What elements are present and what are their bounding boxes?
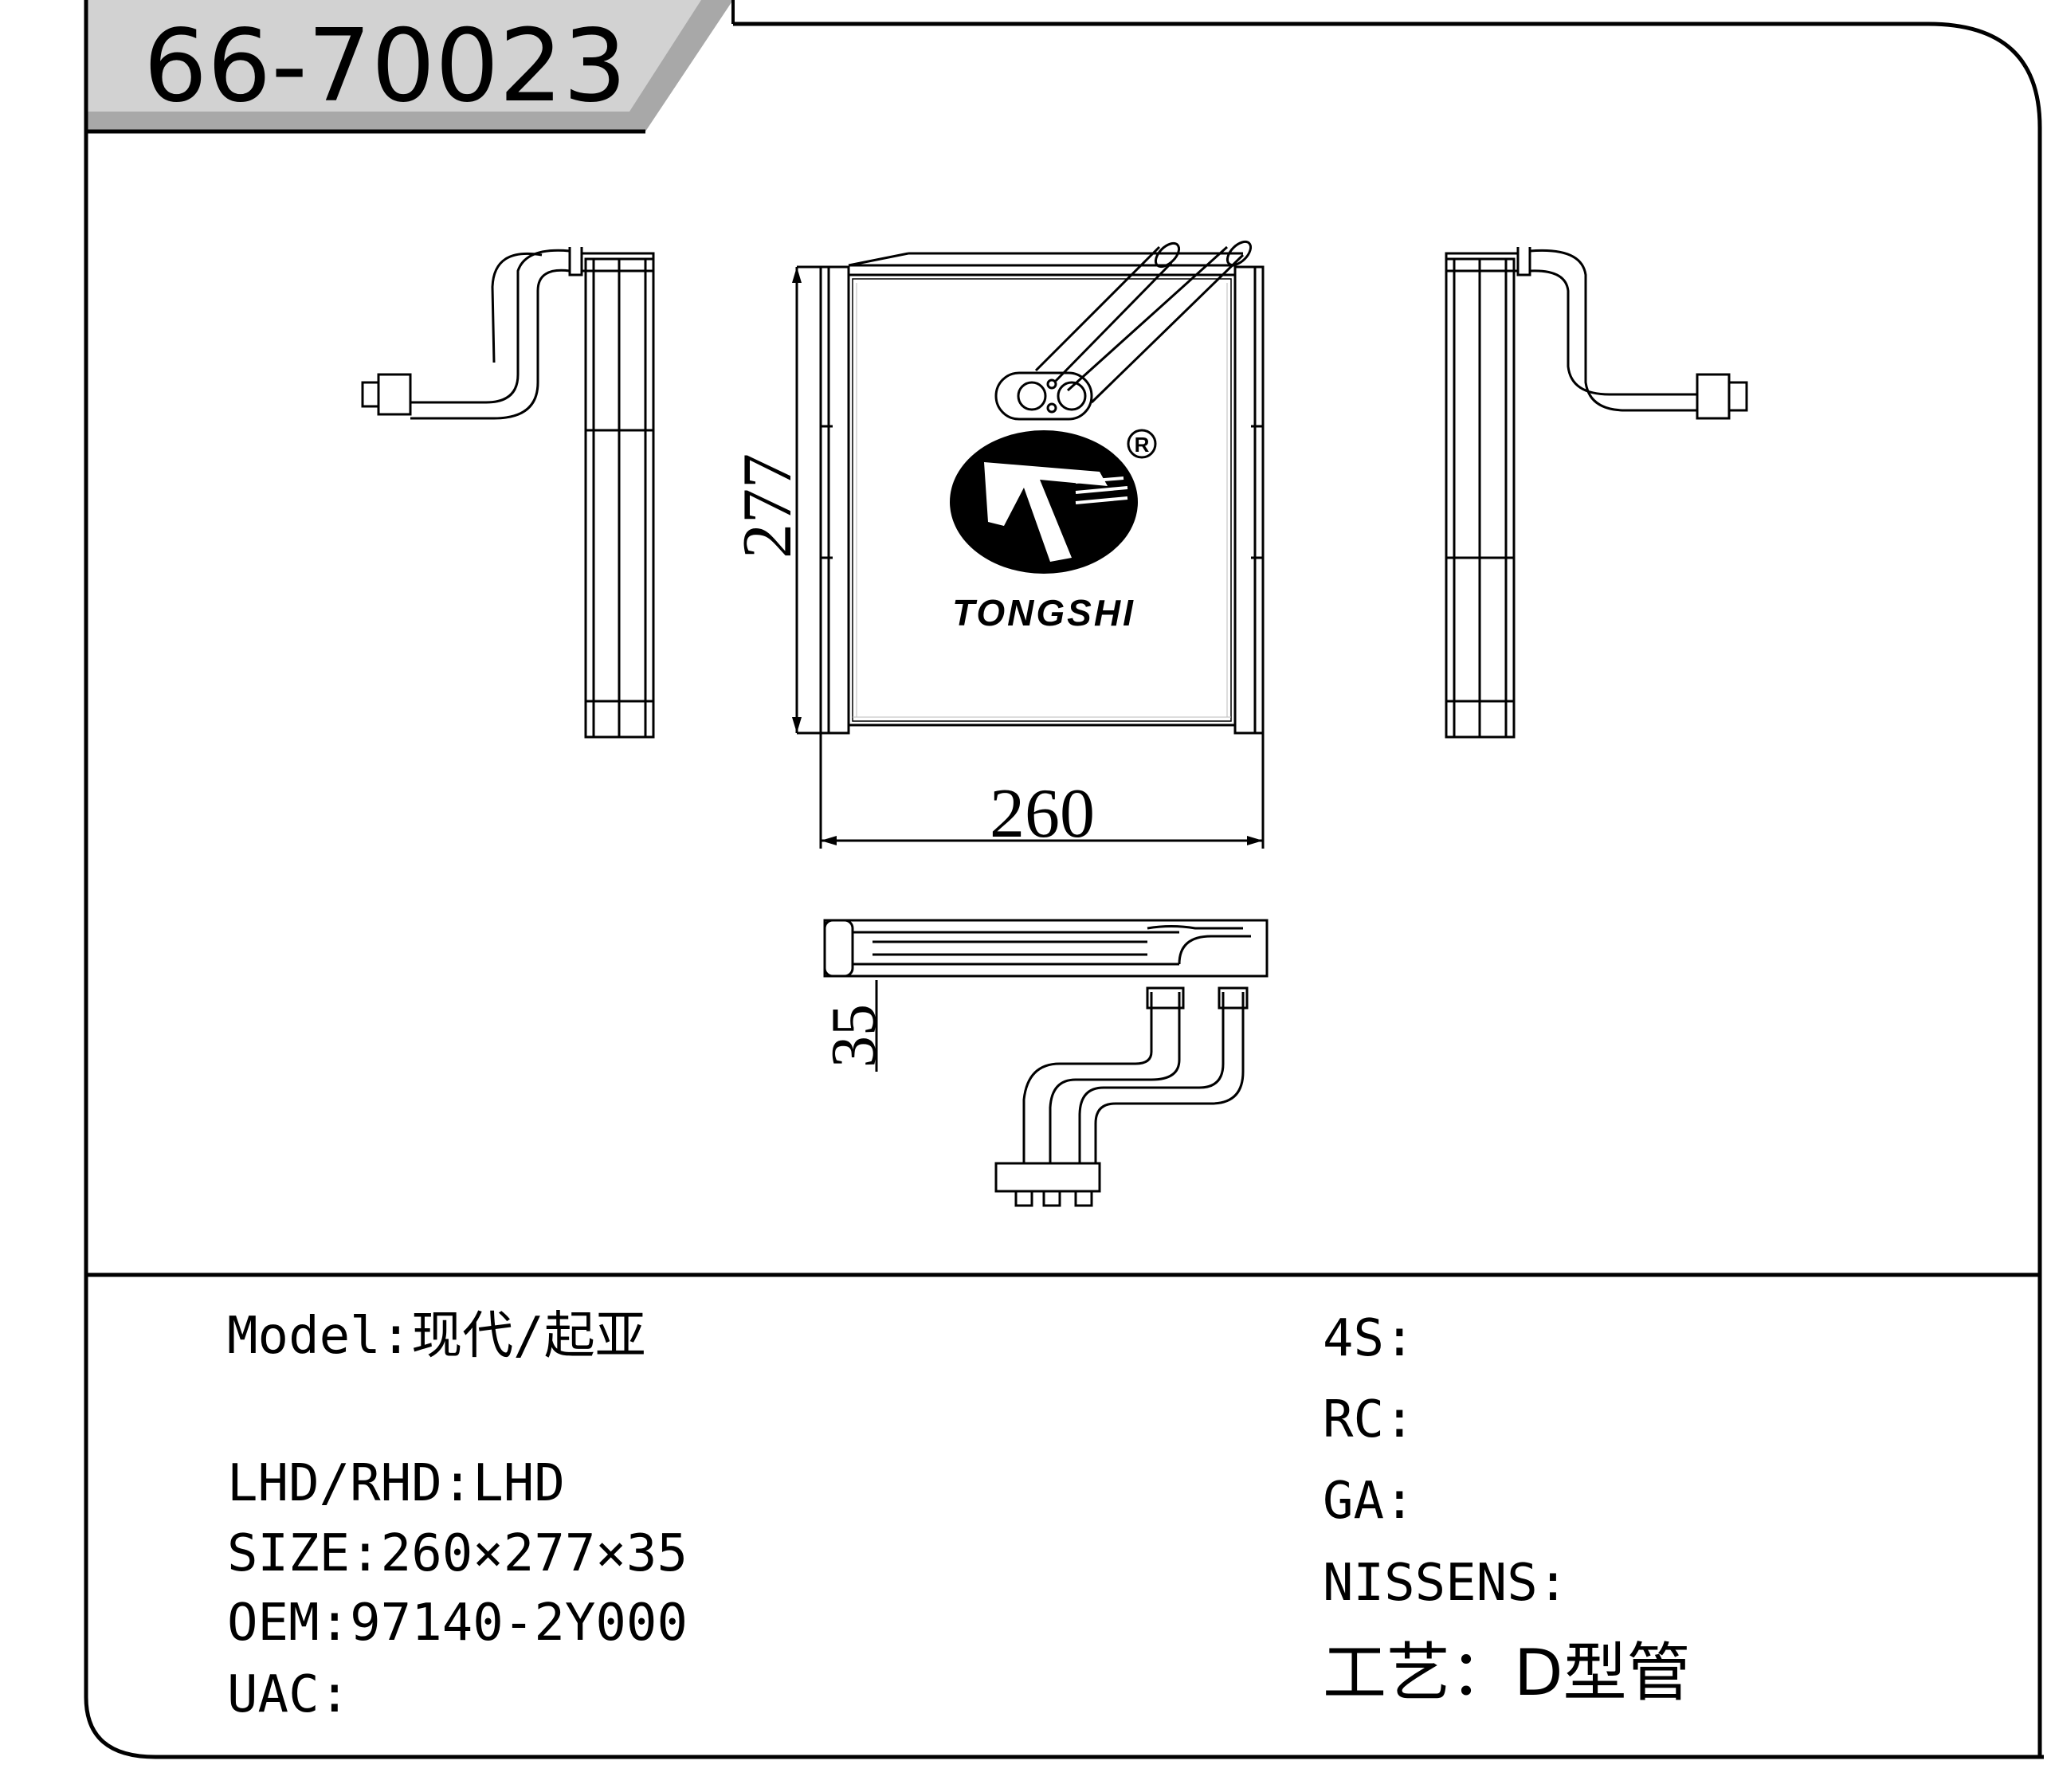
- spec-nissens: NISSENS:: [1323, 1554, 1569, 1613]
- dimension-277: 277: [729, 453, 806, 559]
- brand-logo: R TONGSHI: [950, 429, 1157, 633]
- dimension-260: 260: [990, 775, 1095, 853]
- dimension-arrows: [792, 267, 1263, 845]
- spec-model: Model:现代/起亚: [227, 1307, 646, 1366]
- spec-oem: OEM:97140-2Y000: [227, 1594, 688, 1653]
- spec-rc: RC:: [1323, 1390, 1415, 1449]
- frame-border: [84, 0, 2044, 1759]
- front-view: [795, 240, 1265, 849]
- brand-name: TONGSHI: [952, 592, 1135, 633]
- registered-mark: R: [1135, 433, 1150, 457]
- page-title: 66-70023: [143, 7, 627, 124]
- left-side-view: [361, 247, 655, 739]
- top-view: [823, 919, 1269, 1207]
- fins-shading: [853, 283, 1231, 718]
- spec-uac: UAC:: [227, 1665, 351, 1724]
- spec-lhd-rhd: LHD/RHD:LHD: [227, 1454, 565, 1513]
- spec-size: SIZE:260×277×35: [227, 1524, 688, 1583]
- spec-craft: 工艺：D型管: [1323, 1636, 1691, 1710]
- spec-ga: GA:: [1323, 1472, 1415, 1531]
- right-side-view: [1445, 247, 1748, 739]
- spec-4s: 4S:: [1323, 1309, 1415, 1368]
- dimension-35: 35: [819, 1004, 889, 1068]
